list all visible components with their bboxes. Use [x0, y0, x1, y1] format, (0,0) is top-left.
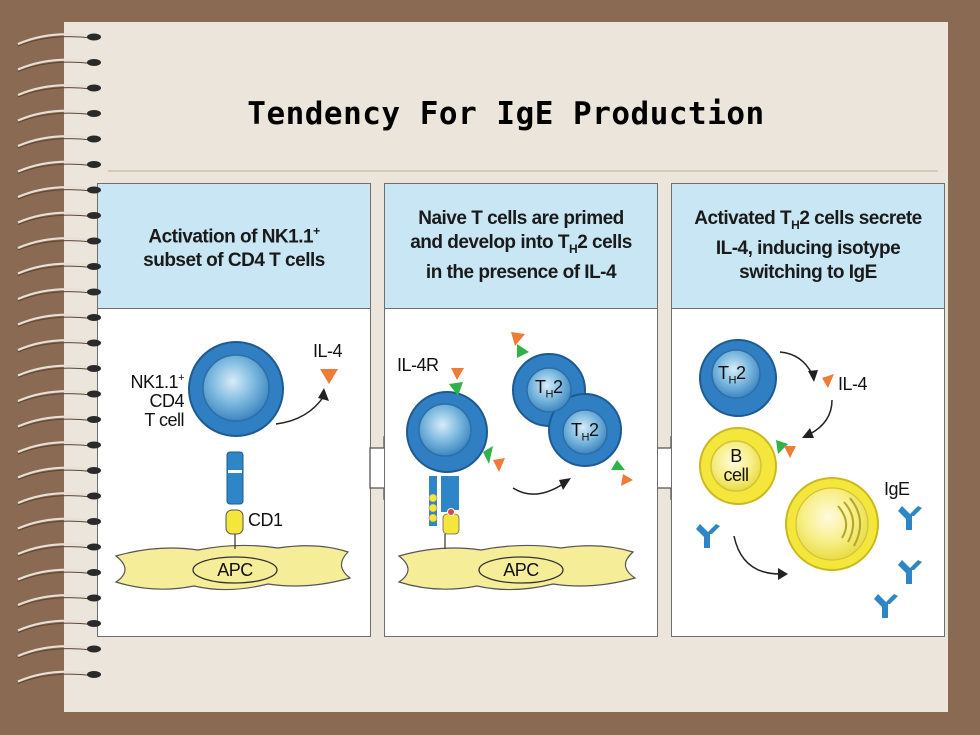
binding-ring	[17, 364, 101, 378]
th2-label-num: 2	[735, 363, 746, 383]
binding-ring	[17, 84, 101, 98]
binding-ring	[17, 339, 101, 353]
binding-ring	[17, 670, 101, 684]
nk-t-cell-label: NK1.1+ CD4 T cell	[118, 369, 185, 430]
b-cell-label: B cell	[708, 447, 764, 485]
ige-label: IgE	[884, 479, 910, 499]
panel-2-header-sub: H	[569, 241, 578, 256]
b-cell-label-line2: cell	[723, 465, 749, 485]
binding-ring	[17, 262, 101, 276]
panel-1-header-line1: Activation of NK1.1	[148, 226, 314, 248]
binding-ring	[17, 211, 101, 225]
ige-antibody	[696, 524, 720, 548]
th2-label: TH2	[718, 363, 746, 391]
ige-antibody	[874, 594, 898, 618]
title-divider	[108, 170, 938, 172]
th2-label-upper: TH2	[535, 377, 563, 405]
b-cell-label-line1: B	[730, 446, 742, 466]
th2-label-lower: TH2	[571, 420, 599, 448]
cd1-molecule	[225, 509, 244, 535]
binding-ring	[17, 288, 101, 302]
th2-label-num: 2	[552, 377, 563, 397]
cd1-label: CD1	[248, 510, 283, 530]
th2-label-sub: H	[581, 431, 590, 444]
tcr-molecule	[226, 451, 244, 505]
binding-ring	[17, 645, 101, 659]
panel-3-header-line1: Activated T	[694, 208, 792, 230]
nk-t-cell-nucleus	[202, 354, 270, 422]
th2-label-t: T	[535, 377, 546, 397]
binding-ring	[17, 492, 101, 506]
il4-molecule	[320, 369, 338, 384]
th2-label-num: 2	[588, 420, 599, 440]
binding-ring	[17, 466, 101, 480]
panel-3-header-line1-post: 2 cells secrete	[799, 208, 922, 230]
th2-label-sub: H	[728, 374, 737, 387]
panel-3-header-line2: IL-4, inducing isotype	[715, 237, 901, 259]
binding-ring	[17, 160, 101, 174]
il4-label: IL-4	[838, 374, 868, 394]
binding-ring	[17, 186, 101, 200]
panel-2-header-line2-post: 2 cells	[577, 232, 632, 254]
spiral-binding	[17, 33, 101, 684]
binding-ring	[17, 237, 101, 251]
panel-1-header-line2: subset of CD4 T cells	[143, 250, 325, 272]
panel-2-header-line3: in the presence of IL-4	[425, 261, 617, 283]
binding-ring	[17, 313, 101, 327]
panel-th2-development: Naive T cells are primed and develop int…	[384, 183, 658, 637]
th2-label-t: T	[718, 363, 729, 383]
panel-1-header: Activation of NK1.1+ subset of CD4 T cel…	[98, 184, 370, 309]
panel-3-header-line3: switching to IgE	[739, 261, 877, 283]
nk-label-line2: CD4	[149, 391, 184, 411]
th2-label-sub: H	[545, 388, 554, 401]
binding-ring	[17, 58, 101, 72]
binding-ring	[17, 109, 101, 123]
panel-2-header-line2: and develop into T	[410, 232, 570, 254]
binding-ring	[17, 441, 101, 455]
il4-molecule	[822, 374, 834, 388]
panel-2-illustration	[397, 332, 637, 591]
apc-label: APC	[217, 560, 253, 580]
binding-ring	[17, 390, 101, 404]
panel-3-header-sub: H	[791, 217, 800, 232]
secretion-arrow	[779, 351, 813, 375]
differentiation-arrow	[512, 483, 564, 495]
plasma-cell-arrow	[733, 535, 781, 575]
apc-label: APC	[503, 560, 539, 580]
apc-label-oval	[478, 556, 564, 584]
apc-label-oval	[192, 556, 278, 584]
ige-antibody	[898, 506, 922, 530]
naive-t-cell-nucleus	[418, 403, 472, 457]
il4-label: IL-4	[313, 341, 343, 361]
panel-1-illustration	[114, 341, 352, 591]
binding-ring	[17, 543, 101, 557]
binding-ring	[17, 568, 101, 582]
panel-2-header-line1: Naive T cells are primed	[418, 208, 624, 230]
binding-ring	[17, 415, 101, 429]
nk-label-line3: T cell	[144, 410, 184, 430]
secretion-arrow	[275, 395, 325, 425]
slide-title: Tendency For IgE Production	[247, 96, 765, 132]
panel-isotype-switching: Activated TH2 cells secrete IL-4, induci…	[671, 183, 945, 637]
ige-antibody	[898, 560, 922, 584]
panel-3-illustration	[696, 339, 922, 618]
binding-ring	[17, 33, 101, 47]
il4-to-bcell-arrow	[809, 399, 833, 435]
binding-ring	[17, 619, 101, 633]
nk-label-line1: NK1.1	[130, 372, 179, 392]
panel-1-header-sup: +	[313, 223, 320, 238]
th2-label-t: T	[571, 420, 582, 440]
binding-ring	[17, 517, 101, 531]
binding-ring	[17, 594, 101, 608]
binding-ring	[17, 135, 101, 149]
mhc-molecule	[442, 513, 460, 535]
panel-nk-activation: Activation of NK1.1+ subset of CD4 T cel…	[97, 183, 371, 637]
nk-label-sup: +	[178, 372, 184, 384]
panel-3-header: Activated TH2 cells secrete IL-4, induci…	[672, 184, 944, 309]
panel-2-header: Naive T cells are primed and develop int…	[385, 184, 657, 309]
tcr-molecule	[441, 476, 450, 512]
il4r-label: IL-4R	[397, 355, 439, 375]
